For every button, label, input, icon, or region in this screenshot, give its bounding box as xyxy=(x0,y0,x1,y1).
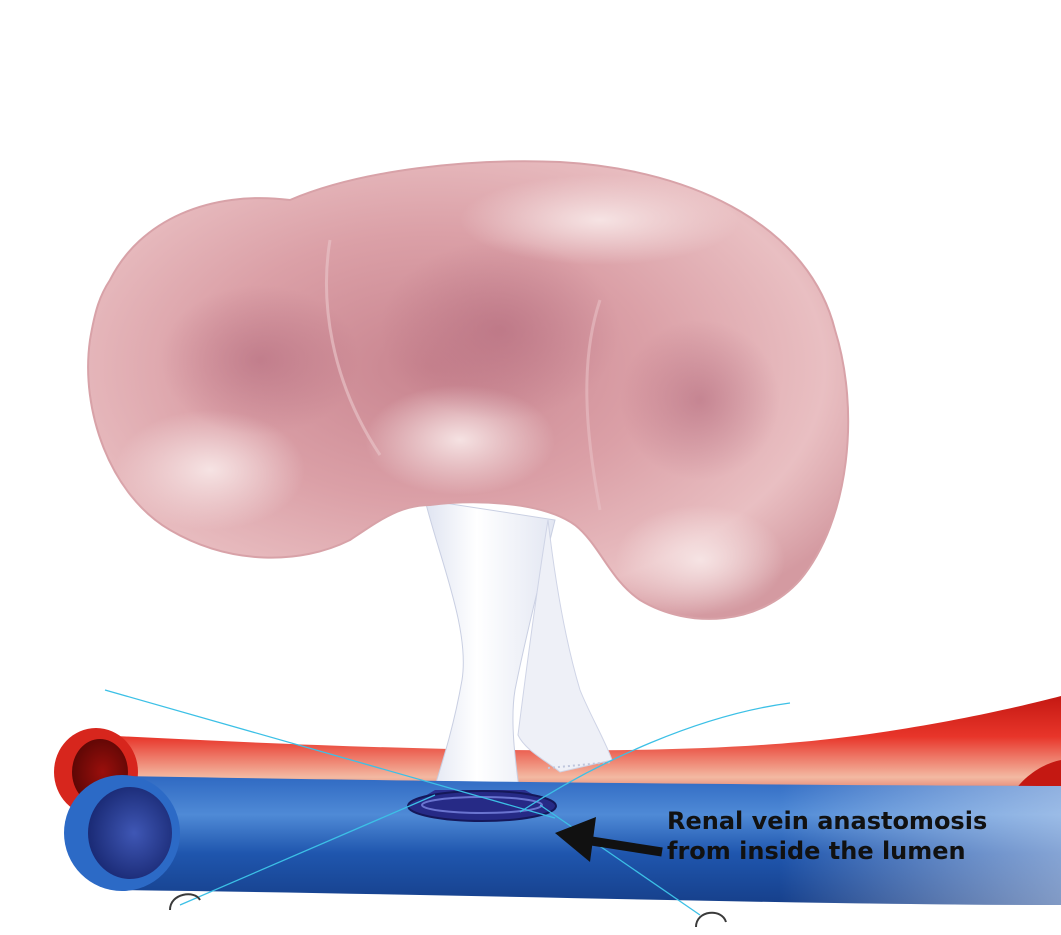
anastomosis-ring xyxy=(408,790,556,821)
annotation-line-1: Renal vein anastomosis xyxy=(667,806,1057,836)
annotation-line-2: from inside the lumen xyxy=(667,836,1057,866)
curved-suture-needle-icon xyxy=(696,913,726,927)
annotation-label: Renal vein anastomosis from inside the l… xyxy=(667,806,1057,866)
